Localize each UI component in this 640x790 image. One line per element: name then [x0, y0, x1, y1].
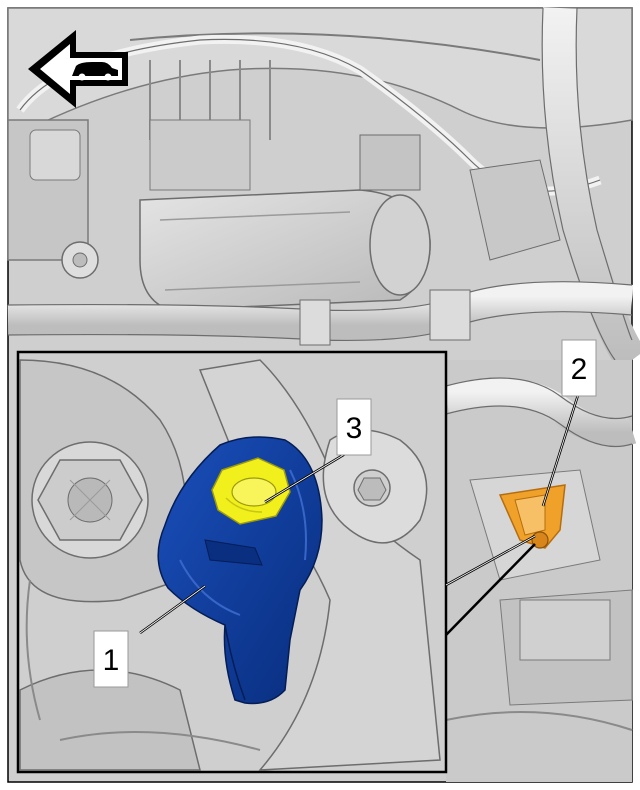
detail-inset — [16, 350, 536, 774]
callout-2: 2 — [561, 339, 597, 397]
highlighted-component-yellow — [211, 457, 291, 525]
callout-1-label: 1 — [103, 644, 120, 677]
callout-3: 3 — [336, 398, 372, 456]
callout-2-label: 2 — [571, 353, 588, 386]
callout-1: 1 — [93, 630, 129, 688]
engine-background — [7, 7, 640, 783]
highlighted-component-orange — [498, 484, 566, 549]
callout-3-label: 3 — [346, 412, 363, 445]
callout-leaders — [139, 394, 580, 635]
front-of-vehicle-arrow-icon — [28, 30, 128, 108]
